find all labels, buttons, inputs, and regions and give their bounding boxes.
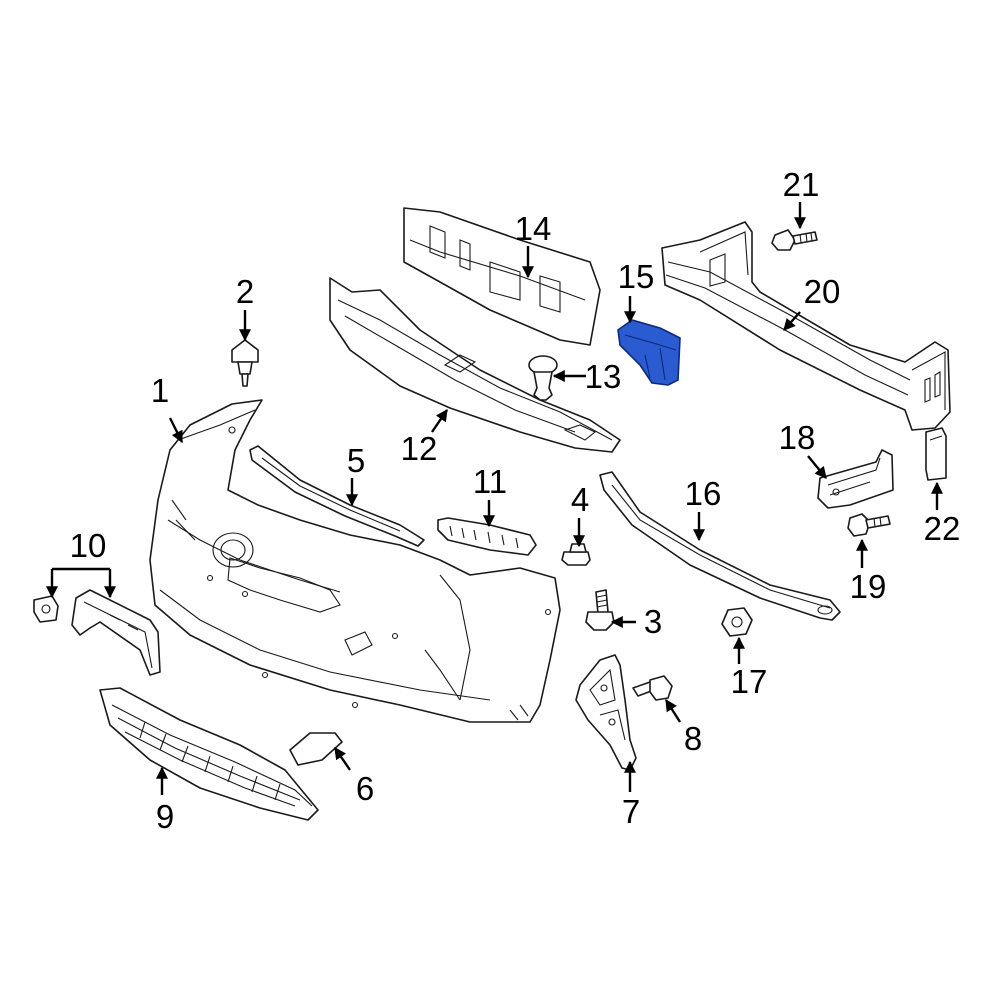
callout-labels: 1 2 3 4 5 6 7 8 9 10 11 12 13 14 15 16 1…: [70, 166, 961, 835]
part-13-clip[interactable]: [528, 355, 558, 401]
callout-7: 7: [622, 793, 640, 830]
leader-lines: [46, 202, 943, 795]
part-2-clip[interactable]: [231, 339, 259, 387]
callout-10: 10: [70, 527, 107, 564]
callout-1: 1: [151, 372, 169, 409]
part-10-bracket[interactable]: [33, 589, 161, 676]
callout-17: 17: [731, 663, 768, 700]
part-5-molding[interactable]: [249, 445, 425, 547]
callout-18: 18: [779, 419, 816, 456]
callout-8: 8: [684, 720, 702, 757]
callout-4: 4: [571, 481, 589, 518]
part-6-cover-cap[interactable]: [289, 732, 343, 766]
callout-6: 6: [356, 770, 374, 807]
part-1-bumper-cover[interactable]: [149, 399, 561, 723]
callout-2: 2: [236, 273, 254, 310]
callout-16: 16: [685, 475, 722, 512]
part-11-bracket[interactable]: [437, 517, 537, 556]
callout-9: 9: [156, 798, 174, 835]
part-20-reinforcement-beam[interactable]: [661, 221, 951, 431]
part-17-nut[interactable]: [721, 607, 753, 637]
part-7-side-bracket[interactable]: [575, 654, 637, 771]
callout-3: 3: [644, 603, 662, 640]
callout-19: 19: [850, 568, 887, 605]
part-16-lower-bar[interactable]: [599, 471, 841, 621]
callout-14: 14: [515, 210, 552, 247]
part-22-clip[interactable]: [925, 427, 947, 481]
callout-11: 11: [473, 463, 507, 500]
part-21-bolt[interactable]: [771, 229, 818, 251]
part-8-bolt[interactable]: [632, 675, 673, 701]
part-12-bumper-retainer[interactable]: [329, 277, 621, 453]
callout-21: 21: [783, 166, 820, 203]
part-4-clip[interactable]: [561, 543, 591, 566]
part-14-energy-absorber[interactable]: [403, 207, 601, 346]
callout-15: 15: [618, 258, 655, 295]
callout-12: 12: [401, 430, 438, 467]
part-15-bracket[interactable]: [617, 319, 681, 386]
callout-5: 5: [347, 442, 365, 479]
callout-22: 22: [924, 510, 961, 547]
callout-20: 20: [804, 273, 841, 310]
part-18-bracket[interactable]: [817, 449, 894, 509]
part-19-bolt[interactable]: [847, 513, 891, 537]
part-3-bolt[interactable]: [585, 589, 615, 631]
part-9-lower-grille[interactable]: [99, 687, 319, 821]
callout-13: 13: [585, 358, 622, 395]
